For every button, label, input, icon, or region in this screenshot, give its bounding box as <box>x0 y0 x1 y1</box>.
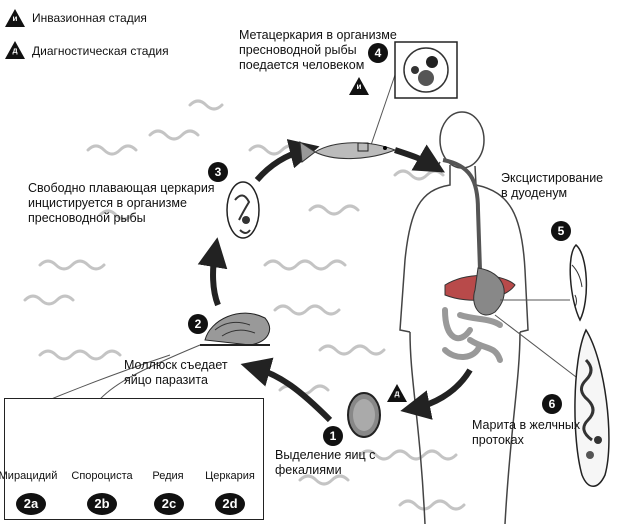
stomach <box>473 267 505 316</box>
egg-drawing <box>347 392 381 438</box>
inset-number-2a: 2a <box>16 493 46 515</box>
infective-marker-icon: и <box>348 76 370 96</box>
stage-6-label: Марита в желчных протоках <box>472 418 581 447</box>
snail-drawing <box>200 312 270 346</box>
intestines <box>442 307 503 363</box>
cycle-arrows <box>197 139 473 423</box>
stage-4-label: Метацеркария в организме пресноводной ры… <box>239 28 397 72</box>
inset-number-2c: 2c <box>154 493 184 515</box>
metacercaria-inset <box>394 41 458 99</box>
diagnostic-legend-label: Диагностическая стадия <box>32 44 169 58</box>
esophagus <box>442 158 482 271</box>
diagnostic-marker-icon: д <box>386 383 408 403</box>
stage-6-number: 6 <box>542 394 562 414</box>
diagnostic-legend-icon: д <box>4 40 26 60</box>
inset-label-2c: Редия <box>152 470 184 482</box>
inset-label-2a: Мирацидий <box>0 470 58 482</box>
infective-legend-label: Инвазионная стадия <box>32 11 147 25</box>
stage-3-label: Свободно плавающая церкария инцистируетс… <box>28 181 215 225</box>
stage-1-label: Выделение яиц с фекалиями <box>275 448 376 477</box>
stage-2-label: Моллюск съедает яйцо паразита <box>124 358 228 387</box>
stage-5-label: Эксцистирование в дуоденум <box>501 171 604 200</box>
fish-drawing <box>299 140 397 163</box>
stage-4-number: 4 <box>368 43 388 63</box>
inset-label-2b: Спороциста <box>71 470 133 482</box>
stage-5-number: 5 <box>551 221 571 241</box>
juvenile-drawing <box>569 243 588 322</box>
cercaria-drawing <box>226 181 260 239</box>
stage-3-number: 3 <box>208 162 228 182</box>
stage-2-number: 2 <box>188 314 208 334</box>
inset-number-2b: 2b <box>87 493 117 515</box>
stage-1-number: 1 <box>323 426 343 446</box>
infective-legend-icon: и <box>4 8 26 28</box>
adult-fluke-drawing <box>574 328 610 487</box>
inset-label-2d: Церкария <box>205 470 255 482</box>
inset-number-2d: 2d <box>215 493 245 515</box>
